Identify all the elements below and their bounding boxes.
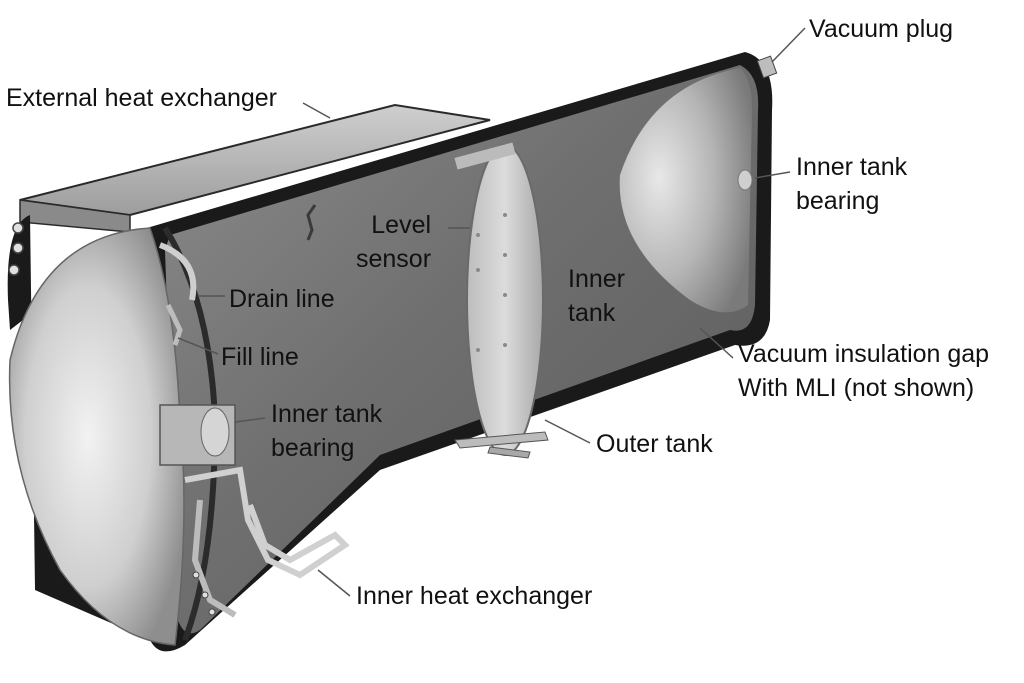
- leader-external-heat-exchanger: [302, 102, 331, 119]
- label-fill-line: Fill line: [221, 343, 299, 371]
- left-ports: [8, 222, 216, 616]
- drain-fill-lines: [158, 242, 197, 346]
- label-inner-tank-bearing-left: Inner tank bearing: [271, 400, 383, 462]
- leader-fill-line: [177, 337, 219, 355]
- leader-lines: [177, 27, 806, 597]
- label-vacuum-plug: Vacuum plug: [809, 15, 954, 43]
- leader-vacuum-insulation-gap: [699, 327, 734, 359]
- leader-inner-tank-bearing-left: [234, 417, 266, 423]
- label-level-sensor: Level sensor: [356, 211, 432, 273]
- label-vacuum-insulation-gap: Vacuum insulation gap With MLI (not show…: [738, 340, 990, 402]
- leader-vacuum-plug: [771, 27, 806, 63]
- level-sensor-rod: [306, 204, 317, 241]
- right-end-dome: [619, 68, 753, 313]
- external-heat-exchanger-body: [19, 103, 491, 233]
- label-drain-line: Drain line: [229, 285, 335, 313]
- label-inner-tank: Inner tank: [568, 265, 625, 327]
- inner-heat-exchanger-coil: [184, 466, 350, 618]
- label-inner-heat-exchanger: Inner heat exchanger: [356, 582, 593, 610]
- inner-tank-partition-disk: [454, 142, 544, 456]
- outer-tank-bracket: [454, 431, 549, 459]
- label-inner-tank-bearing-right: Inner tank bearing: [796, 153, 908, 215]
- leader-outer-tank: [544, 419, 591, 444]
- leader-inner-tank-bearing-right: [754, 171, 791, 179]
- label-external-heat-exchanger: External heat exchanger: [6, 84, 278, 112]
- left-inner-tank-bearing: [159, 404, 236, 466]
- leader-inner-heat-exchanger: [317, 569, 351, 597]
- label-outer-tank: Outer tank: [596, 430, 713, 458]
